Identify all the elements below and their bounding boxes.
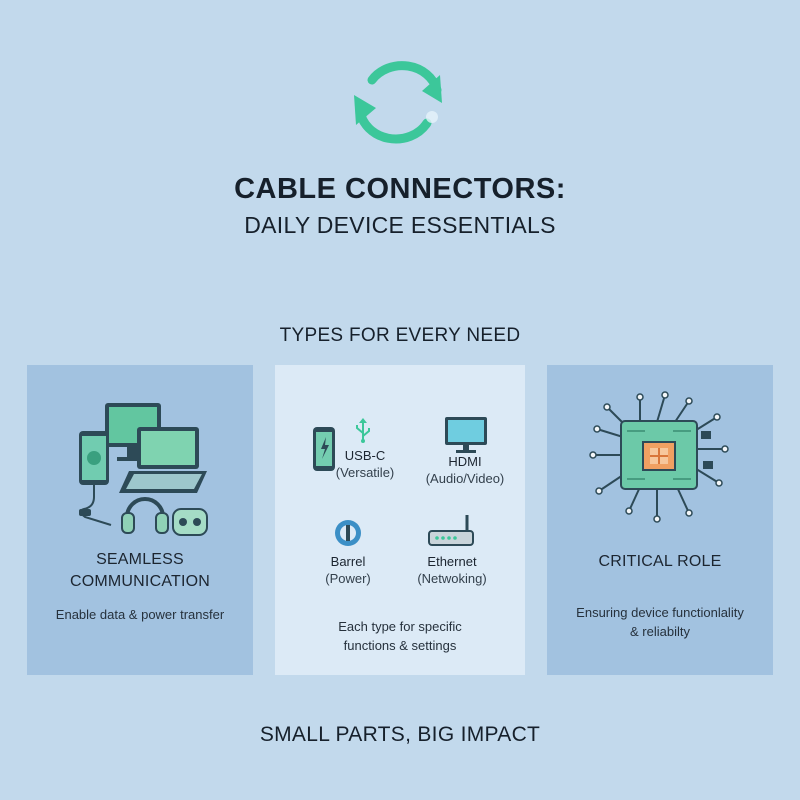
- connector-ethernet: Ethernet (Netwoking): [417, 554, 487, 586]
- router-icon: [427, 513, 475, 549]
- hdmi-monitor-icon: [443, 415, 489, 455]
- connector-barrel: Barrel (Power): [325, 554, 371, 586]
- sync-arrows-icon: [330, 45, 470, 155]
- connector-hdmi: HDMI (Audio/Video): [425, 454, 505, 486]
- usb-symbol-icon: [353, 417, 373, 443]
- seamless-communication-panel: SEAMLESS COMMUNICATION Enable data & pow…: [27, 365, 253, 675]
- page-subtitle: DAILY DEVICE ESSENTIALS: [244, 212, 556, 238]
- seamless-communication-title: SEAMLESS COMMUNICATION: [69, 551, 211, 590]
- circuit-board-illustration: [585, 387, 735, 527]
- usb-c-phone-icon: [311, 425, 339, 473]
- connector-usb-c: USB-C (Versatile): [335, 448, 395, 480]
- devices-illustration: [67, 385, 217, 545]
- critical-role-panel: CRITICAL ROLE Ensuring device functionla…: [547, 365, 773, 675]
- critical-role-title: CRITICAL ROLE: [598, 553, 722, 570]
- section-heading: TYPES FOR EVERY NEED: [279, 325, 521, 346]
- critical-role-description: Ensuring device functionlality & reliabi…: [576, 605, 744, 639]
- barrel-connector-icon: [333, 518, 363, 548]
- connector-types-description: Each type for specific functions & setti…: [338, 619, 462, 653]
- page-title: CABLE CONNECTORS:: [234, 173, 566, 205]
- connector-types-panel: USB-C (Versatile) HDMI (Audio/Video) Bar…: [275, 365, 525, 675]
- footer-tagline: SMALL PARTS, BIG IMPACT: [259, 723, 541, 746]
- seamless-communication-description: Enable data & power transfer: [55, 607, 225, 622]
